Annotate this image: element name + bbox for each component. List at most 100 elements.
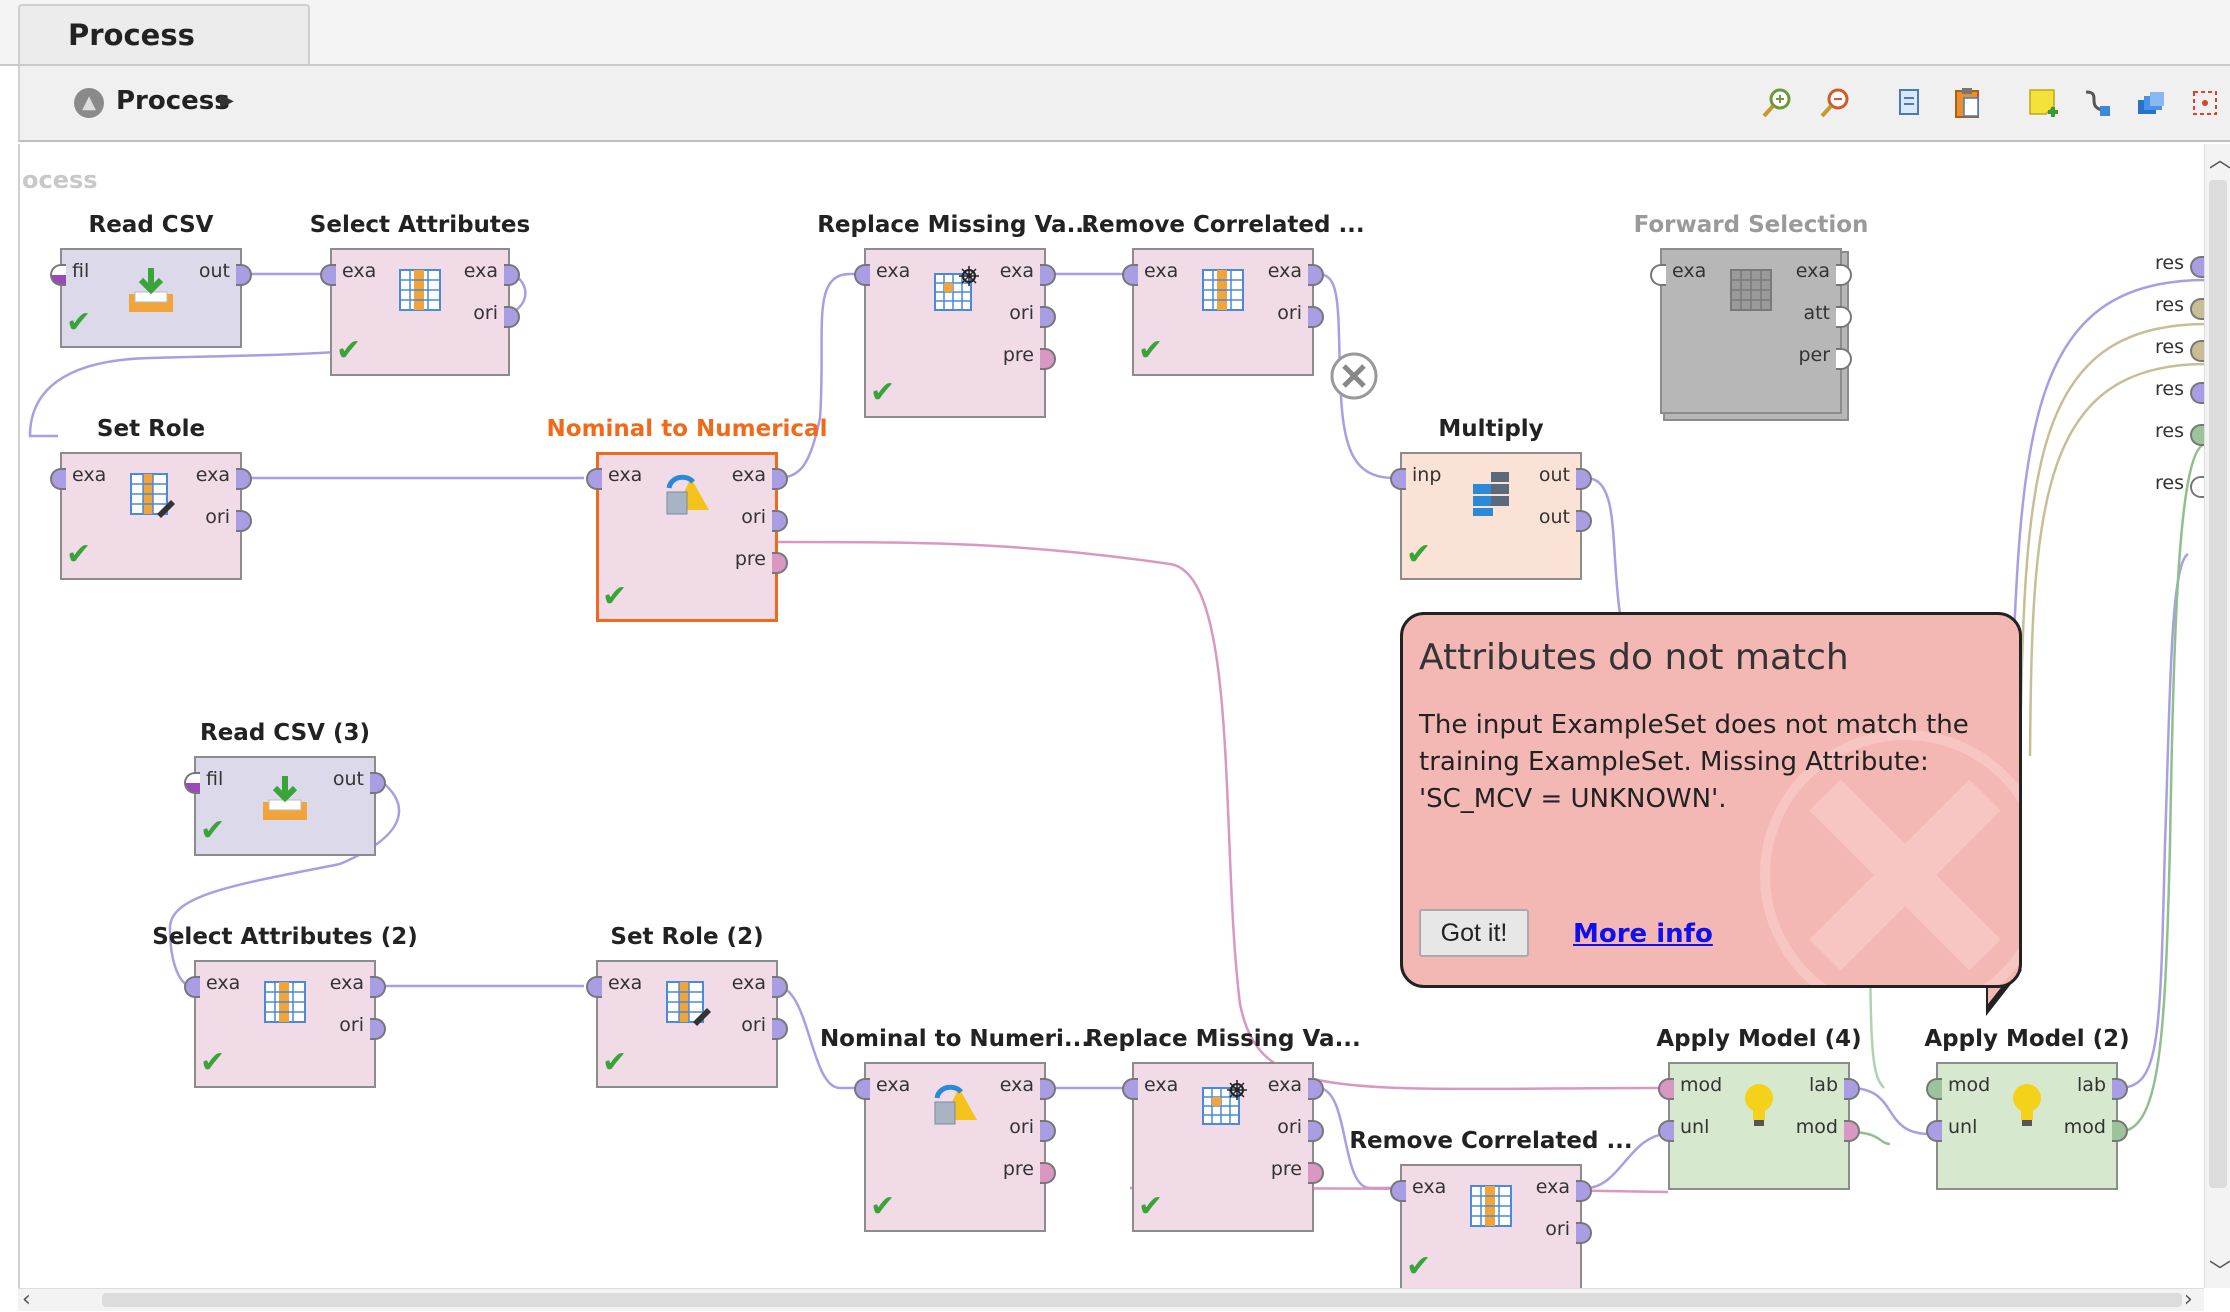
operator-multiply[interactable]: Multiply inp out out ✔: [1390, 416, 1592, 580]
auto-wire-icon[interactable]: [2080, 86, 2114, 120]
port-exa-in[interactable]: [854, 1078, 870, 1100]
port-exa-out[interactable]: [1040, 1078, 1056, 1100]
port-pre-out[interactable]: [772, 552, 788, 574]
result-port[interactable]: [2190, 340, 2206, 362]
result-port[interactable]: [2190, 256, 2206, 278]
port-out-1[interactable]: [1576, 468, 1592, 490]
operator-remove-correlated-attributes[interactable]: Remove Correlated ... exa exa ori ✔: [1081, 212, 1365, 376]
operator-nominal-to-numerical[interactable]: Nominal to Numerical exa exa ori pre ✔: [547, 416, 827, 622]
zoom-in-icon[interactable]: [1760, 86, 1794, 120]
scroll-right-icon[interactable]: ›: [2184, 1287, 2193, 1312]
more-info-link[interactable]: More info: [1573, 919, 1713, 949]
port-ori-out[interactable]: [1576, 1222, 1592, 1244]
operator-forward-selection[interactable]: Forward Selection exa exa att per: [1634, 212, 1868, 414]
operator-select-attributes-2[interactable]: Select Attributes (2) exa exa ori ✔: [152, 924, 418, 1088]
port-out[interactable]: [236, 264, 252, 286]
tab-process[interactable]: Process: [18, 4, 310, 64]
port-exa-in[interactable]: [50, 468, 66, 490]
operator-set-role-2[interactable]: Set Role (2) exa exa ori ✔: [586, 924, 788, 1088]
port-inp-in[interactable]: [1390, 468, 1406, 490]
port-pre-out[interactable]: [1040, 1162, 1056, 1184]
port-ori-out[interactable]: [1040, 1120, 1056, 1142]
paste-icon[interactable]: [1950, 86, 1984, 120]
port-exa-out[interactable]: [236, 468, 252, 490]
port-exa-in[interactable]: [1650, 264, 1666, 286]
port-fil-in[interactable]: [184, 772, 200, 794]
port-ori-out[interactable]: [236, 510, 252, 532]
operator-set-role[interactable]: Set Role exa exa ori ✔: [50, 416, 252, 580]
horizontal-scroll-thumb[interactable]: [102, 1293, 2182, 1307]
port-exa-out[interactable]: [1040, 264, 1056, 286]
port-ori-out[interactable]: [1040, 306, 1056, 328]
operator-remove-correlated-attributes-2[interactable]: Remove Correlated ... exa exa ori ✔: [1349, 1128, 1633, 1288]
port-exa-in[interactable]: [586, 976, 602, 998]
port-exa-out[interactable]: [504, 264, 520, 286]
horizontal-scrollbar[interactable]: ‹ ›: [18, 1288, 2204, 1311]
port-ori-out[interactable]: [1308, 306, 1324, 328]
operator-nominal-to-numerical-2[interactable]: Nominal to Numeri... exa exa ori pre ✔: [820, 1026, 1090, 1232]
port-ori-out[interactable]: [772, 1018, 788, 1040]
port-out-2[interactable]: [1576, 510, 1592, 532]
operator-title: Set Role (2): [610, 924, 764, 950]
port-exa-out[interactable]: [1576, 1180, 1592, 1202]
operator-apply-model-4[interactable]: Apply Model (4) mod unl lab mod: [1656, 1026, 1862, 1190]
operator-replace-missing-values[interactable]: Replace Missing Va... exa exa ori pre ✔: [817, 212, 1093, 418]
port-mod-in[interactable]: [1658, 1078, 1674, 1100]
operator-apply-model-2[interactable]: Apply Model (2) mod unl lab mod: [1924, 1026, 2130, 1190]
result-port[interactable]: [2190, 298, 2206, 320]
operator-select-attributes[interactable]: Select Attributes exa exa ori ✔: [310, 212, 530, 376]
port-ori-out[interactable]: [504, 306, 520, 328]
process-canvas[interactable]: ocess: [18, 144, 2206, 1288]
scroll-up-icon[interactable]: ︿: [2209, 148, 2230, 173]
port-exa-in[interactable]: [854, 264, 870, 286]
port-exa-out[interactable]: [1836, 264, 1852, 286]
port-mod-in[interactable]: [1926, 1078, 1942, 1100]
fit-to-screen-icon[interactable]: [2188, 86, 2222, 120]
copy-icon[interactable]: [1892, 86, 1926, 120]
port-exa-in[interactable]: [1122, 264, 1138, 286]
port-exa-in[interactable]: [320, 264, 336, 286]
port-per-out[interactable]: [1836, 348, 1852, 370]
port-out[interactable]: [370, 772, 386, 794]
port-exa-in[interactable]: [1122, 1078, 1138, 1100]
port-exa-in[interactable]: [1390, 1180, 1406, 1202]
vertical-scrollbar[interactable]: ︿ ﹀: [2204, 144, 2230, 1288]
scroll-left-icon[interactable]: ‹: [22, 1287, 31, 1312]
port-ori-out[interactable]: [370, 1018, 386, 1040]
port-exa-out[interactable]: [772, 976, 788, 998]
port-ori-out[interactable]: [772, 510, 788, 532]
port-exa-out[interactable]: [772, 468, 788, 490]
port-pre-out[interactable]: [1040, 348, 1056, 370]
status-ok-icon: ✔: [66, 537, 92, 572]
port-unl-in[interactable]: [1658, 1120, 1674, 1142]
port-pre-out[interactable]: [1308, 1162, 1324, 1184]
breadcrumb-process[interactable]: Process: [116, 86, 230, 116]
port-lab-out[interactable]: [2112, 1078, 2128, 1100]
port-exa-in[interactable]: [586, 468, 602, 490]
port-fil-in[interactable]: [50, 264, 66, 286]
got-it-button[interactable]: Got it!: [1419, 909, 1529, 957]
parent-process-icon[interactable]: ▲: [74, 88, 104, 118]
add-note-icon[interactable]: [2026, 86, 2060, 120]
port-lab-out[interactable]: [1844, 1078, 1860, 1100]
scroll-down-icon[interactable]: ﹀: [2209, 1260, 2230, 1285]
port-mod-out[interactable]: [2112, 1120, 2128, 1142]
result-port[interactable]: [2190, 382, 2206, 404]
result-port[interactable]: [2190, 476, 2206, 498]
port-exa-out[interactable]: [1308, 1078, 1324, 1100]
port-mod-out[interactable]: [1844, 1120, 1860, 1142]
port-ori-out[interactable]: [1308, 1120, 1324, 1142]
breadcrumb-chevron-icon[interactable]: ▶: [220, 90, 234, 111]
port-unl-in[interactable]: [1926, 1120, 1942, 1142]
operator-replace-missing-values-2[interactable]: Replace Missing Va... exa exa ori pre ✔: [1085, 1026, 1361, 1232]
vertical-scroll-thumb[interactable]: [2209, 180, 2227, 1188]
port-exa-out[interactable]: [1308, 264, 1324, 286]
layers-icon[interactable]: [2134, 86, 2168, 120]
port-att-out[interactable]: [1836, 306, 1852, 328]
operator-read-csv-3[interactable]: Read CSV (3) fil out ✔: [184, 720, 386, 856]
operator-read-csv[interactable]: Read CSV fil out ✔: [50, 212, 252, 348]
zoom-out-icon[interactable]: [1818, 86, 1852, 120]
port-exa-in[interactable]: [184, 976, 200, 998]
port-exa-out[interactable]: [370, 976, 386, 998]
result-port[interactable]: [2190, 424, 2206, 446]
